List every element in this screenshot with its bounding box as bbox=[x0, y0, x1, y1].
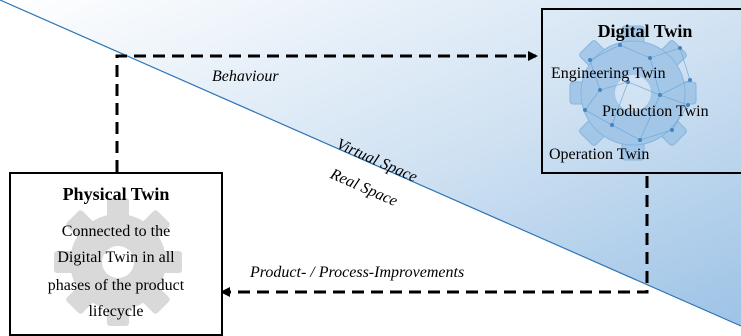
gear-icon bbox=[54, 198, 182, 326]
physical-twin-desc-line: phases of the product bbox=[48, 277, 185, 294]
operation-twin-label: Operation Twin bbox=[549, 146, 649, 163]
digital-twin-title: Digital Twin bbox=[598, 21, 693, 41]
improvements-label: Product- / Process-Improvements bbox=[249, 264, 464, 281]
behaviour-label: Behaviour bbox=[212, 68, 279, 85]
engineering-twin-label: Engineering Twin bbox=[551, 65, 666, 82]
space-divider-line bbox=[0, 0, 741, 327]
digital-twin-box: Digital Twin Engineering Twin Production… bbox=[541, 8, 741, 174]
physical-twin-desc-line: Connected to the bbox=[62, 223, 170, 240]
behaviour-arrow bbox=[115, 51, 538, 172]
physical-twin-desc-line: lifecycle bbox=[88, 303, 143, 320]
physical-twin-title: Physical Twin bbox=[63, 184, 170, 204]
physical-twin-box: Physical Twin Connected to the Digital T… bbox=[9, 172, 223, 336]
network-gear-icon bbox=[569, 25, 697, 161]
physical-twin-desc-line: Digital Twin in all bbox=[57, 249, 175, 266]
improvements-arrow bbox=[220, 176, 649, 297]
production-twin-label: Production Twin bbox=[602, 103, 709, 120]
